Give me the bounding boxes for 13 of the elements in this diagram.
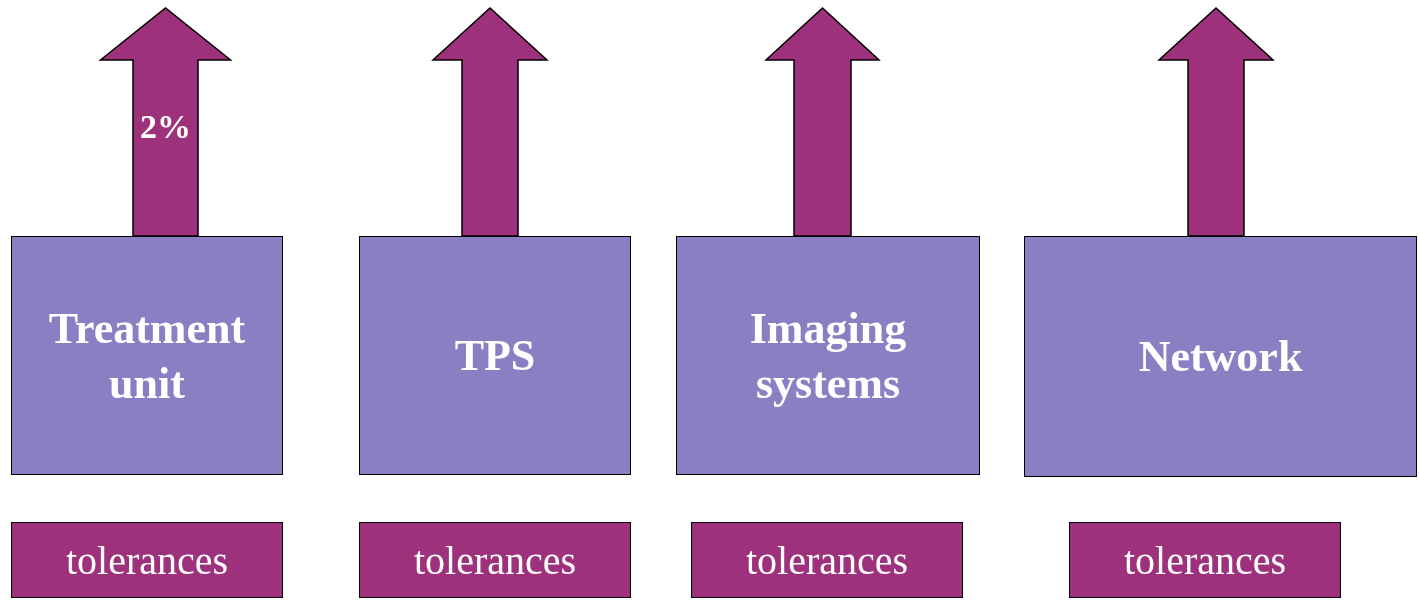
tolerance-box: tolerances [11, 522, 283, 598]
tolerance-box: tolerances [691, 522, 963, 598]
tolerance-box: tolerances [359, 522, 631, 598]
block-arrow [431, 7, 549, 237]
block-arrow [98, 7, 233, 237]
component-box: Network [1024, 236, 1417, 477]
tolerance-box: tolerances [1069, 522, 1341, 598]
block-arrow [1157, 7, 1275, 237]
block-arrow [764, 7, 881, 237]
component-box: Treatment unit [11, 236, 283, 475]
component-box: TPS [359, 236, 631, 475]
component-box: Imaging systems [676, 236, 980, 475]
edge-label: 2% [140, 108, 191, 146]
